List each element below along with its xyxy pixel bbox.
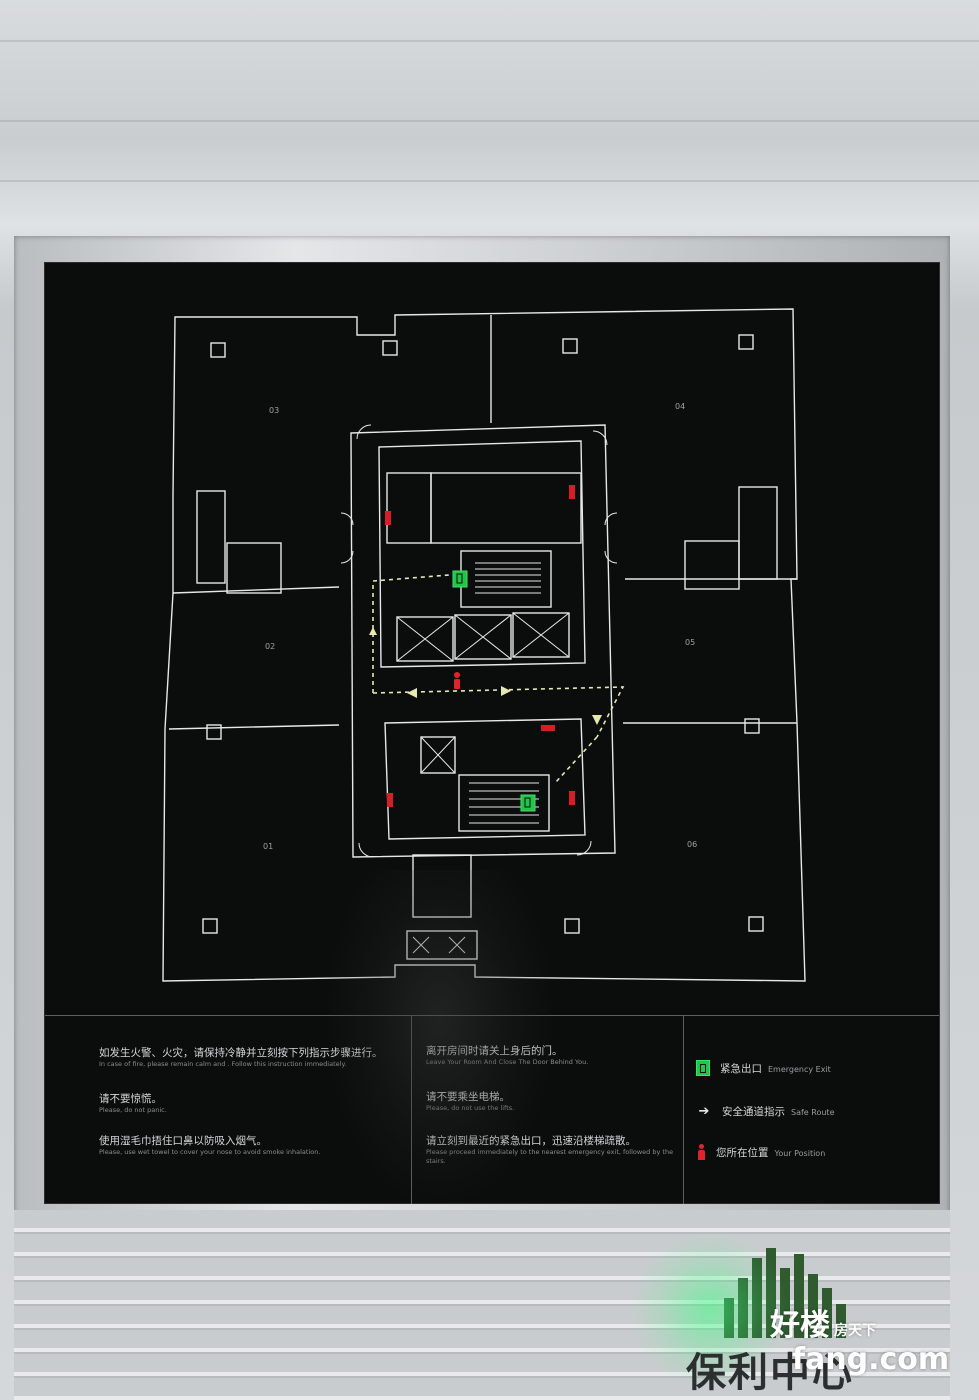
column (748, 916, 764, 932)
instruction-en: Please proceed immediately to the neares… (426, 1148, 674, 1165)
building-outline (162, 308, 806, 982)
service-right (738, 486, 778, 580)
divider-left-mid (172, 586, 340, 594)
emergency-exit-icon-lower (520, 794, 536, 812)
instruction-cn: 如发生火警、火灾，请保持冷静并立刻按下列指示步骤进行。 (99, 1047, 383, 1059)
column (382, 340, 398, 356)
instruction-item: 请不要乘坐电梯。 Please, do not use the lifts. (426, 1090, 676, 1127)
emergency-exit-icon (696, 1060, 710, 1076)
evacuation-map-panel: 03 04 02 05 01 06 如发生火警、火灾，请保持冷静并立刻按下列指示… (44, 262, 940, 1204)
wall-vein (0, 40, 979, 42)
instruction-item: 使用湿毛巾捂住口鼻以防吸入烟气。 Please, use wet towel t… (99, 1134, 399, 1171)
wall-vein (0, 120, 979, 122)
fire-door-icon (385, 485, 575, 807)
instructions-strip: 如发生火警、火灾，请保持冷静并立刻按下列指示步骤进行。 In case of f… (45, 1015, 939, 1204)
unit-label-05: 05 (685, 638, 695, 647)
instruction-cn: 请不要乘坐电梯。 (426, 1091, 510, 1103)
divider-left-low (168, 724, 340, 730)
unit-label-01: 01 (263, 842, 273, 851)
your-position-icon (696, 1144, 706, 1160)
route-arrows (369, 627, 602, 725)
column (738, 334, 754, 350)
instruction-en: Leave Your Room And Close The Door Behin… (426, 1058, 589, 1066)
core-inner-upper (378, 440, 586, 668)
instruction-en: Please, do not use the lifts. (426, 1104, 515, 1112)
emergency-exit-icon-upper (452, 570, 468, 588)
route-arrow-icon (407, 688, 417, 698)
instruction-en: Please, do not panic. (99, 1106, 167, 1114)
stair-upper (460, 550, 552, 608)
instruction-item: 请不要惊慌。 Please, do not panic. (99, 1092, 399, 1129)
instruction-cn: 使用湿毛巾捂住口鼻以防吸入烟气。 (99, 1135, 267, 1147)
instructions-column-2: 离开房间时请关上身后的门。 Leave Your Room And Close … (411, 1016, 680, 1204)
instruction-en: In case of fire, please remain calm and … (99, 1060, 347, 1068)
core-inner-lower (384, 718, 586, 840)
route-arrow-icon (592, 715, 602, 725)
route-arrow-icon (501, 686, 511, 696)
instructions-column-1: 如发生火警、火灾，请保持冷静并立刻按下列指示步骤进行。 In case of f… (45, 1016, 407, 1204)
service-left (196, 490, 226, 584)
instruction-cn: 请不要惊慌。 (99, 1093, 162, 1105)
unit-label-03: 03 (269, 406, 279, 415)
watermark: 好楼房天下 (770, 1308, 876, 1343)
instruction-item: 离开房间时请关上身后的门。 Leave Your Room And Close … (426, 1044, 676, 1081)
toilet-left (226, 542, 282, 594)
toilet-block-lower (412, 854, 472, 918)
core-outline (350, 424, 616, 858)
shaft-lower (406, 930, 478, 960)
unit-label-04: 04 (675, 402, 685, 411)
toilet-block-upper (430, 472, 582, 544)
floor-plan-drawing: 03 04 02 05 01 06 (162, 308, 806, 982)
elevator-2 (454, 614, 512, 660)
column (744, 718, 760, 734)
column (202, 918, 218, 934)
your-position-icon (454, 672, 460, 689)
watermark-domain: fang.com (792, 1342, 950, 1377)
brand-name: 保利中心 (686, 1349, 854, 1396)
unit-label-02: 02 (265, 642, 275, 651)
small-room-upper (386, 472, 432, 544)
wall-vein (0, 180, 979, 182)
floor-plan: 03 04 02 05 01 06 (45, 263, 939, 1003)
instruction-item: 请立刻到最近的紧急出口，迅速沿楼梯疏散。 Please proceed imme… (426, 1134, 676, 1180)
unit-label-06: 06 (687, 840, 697, 849)
elevator-3 (512, 612, 570, 658)
column (564, 918, 580, 934)
safe-route (372, 574, 625, 784)
column (562, 338, 578, 354)
stair-lower (458, 774, 550, 832)
toilet-right (684, 540, 740, 590)
instruction-cn: 请立刻到最近的紧急出口，迅速沿楼梯疏散。 (426, 1135, 636, 1147)
instruction-item: 如发生火警、火灾，请保持冷静并立刻按下列指示步骤进行。 In case of f… (99, 1046, 399, 1083)
instruction-en: Please, use wet towel to cover your nose… (99, 1148, 321, 1156)
route-arrow-icon (369, 627, 377, 635)
elevator-1 (396, 616, 454, 662)
column (210, 342, 226, 358)
arrow-right-icon: ➔ (698, 1103, 710, 1119)
column (206, 724, 222, 740)
elevator-4 (420, 736, 456, 774)
instruction-cn: 离开房间时请关上身后的门。 (426, 1045, 563, 1057)
